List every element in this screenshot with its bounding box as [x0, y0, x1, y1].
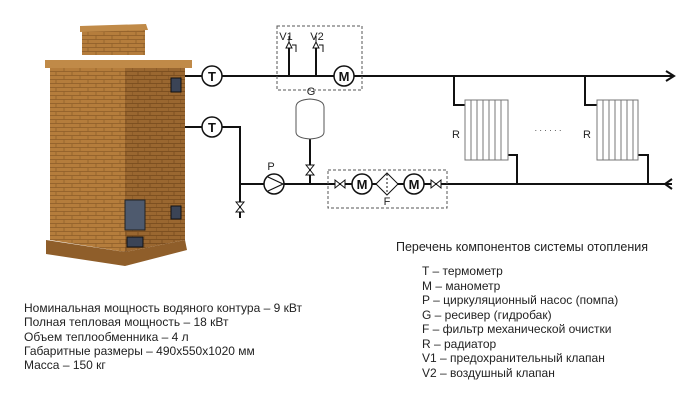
- stove-door-upper: [170, 77, 182, 93]
- pump-icon: [263, 173, 285, 195]
- legend-item: V2 – воздушный клапан: [422, 365, 555, 380]
- legend-item: P – циркуляционный насос (помпа): [422, 293, 619, 307]
- firebox-door: [124, 199, 146, 231]
- label-r1: R: [452, 129, 460, 141]
- supply-arrow-icon: [665, 70, 676, 82]
- spec-line: Масса – 150 кг: [24, 358, 106, 373]
- manometer-top: M: [333, 65, 355, 87]
- filter-group-box: [327, 169, 448, 209]
- legend-item: G – ресивер (гидробак): [422, 307, 552, 322]
- spec-line: Объем теплообменника – 4 л: [24, 329, 189, 344]
- spec-line: Габаритные размеры – 490x550x1020 мм: [24, 343, 255, 358]
- radiator-1: [464, 99, 509, 161]
- spec-line: Полная тепловая мощность – 18 кВт: [24, 315, 229, 330]
- label-v2: V2: [310, 31, 323, 43]
- radiator-2: [596, 99, 639, 161]
- label-v1: V1: [279, 31, 292, 43]
- spec-line: Номинальная мощность водяного контура – …: [24, 301, 302, 315]
- return-arrow-icon: [663, 178, 673, 190]
- ball-valve-icon: [334, 178, 346, 190]
- label-g: G: [307, 86, 316, 98]
- ash-door: [126, 236, 144, 248]
- filter-icon: [375, 172, 399, 196]
- legend-item: T – термометр: [422, 264, 503, 278]
- label-p: P: [267, 161, 274, 173]
- more-radiators-dots: · · · · · ·: [534, 126, 561, 135]
- thermometer-top: T: [201, 65, 223, 87]
- thermometer-bottom: T: [201, 116, 223, 138]
- svg-text:T: T: [208, 69, 216, 84]
- air-valve-icon: [312, 36, 324, 52]
- svg-text:M: M: [409, 177, 420, 192]
- legend-list: T – термометр M – манометр P – циркуляци…: [422, 264, 618, 380]
- label-r2: R: [583, 129, 591, 141]
- safety-group-box: [276, 25, 363, 91]
- stove-specs: Номинальная мощность водяного контура – …: [24, 301, 302, 372]
- svg-text:T: T: [208, 120, 216, 135]
- svg-text:M: M: [357, 177, 368, 192]
- stove-door-side: [170, 205, 182, 220]
- ball-valve-icon: [430, 178, 442, 190]
- legend-title: Перечень компонентов системы отопления: [396, 240, 649, 254]
- safety-valve-icon: [285, 36, 297, 52]
- expansion-tank-icon: [295, 98, 325, 140]
- svg-text:M: M: [339, 69, 350, 84]
- legend-item: V1 – предохранительный клапан: [422, 351, 605, 365]
- ball-valve-icon: [304, 164, 316, 176]
- label-f: F: [384, 196, 391, 208]
- legend-item: R – радиатор: [422, 336, 497, 351]
- shutoff-valves: [234, 164, 442, 213]
- drain-valve-icon: [234, 201, 246, 213]
- legend-item: F – фильтр механической очистки: [422, 322, 612, 336]
- legend-item: M – манометр: [422, 278, 501, 293]
- manometer-filter-out: M: [403, 173, 425, 195]
- brick-stove: [45, 24, 192, 266]
- manometer-filter-in: M: [351, 173, 373, 195]
